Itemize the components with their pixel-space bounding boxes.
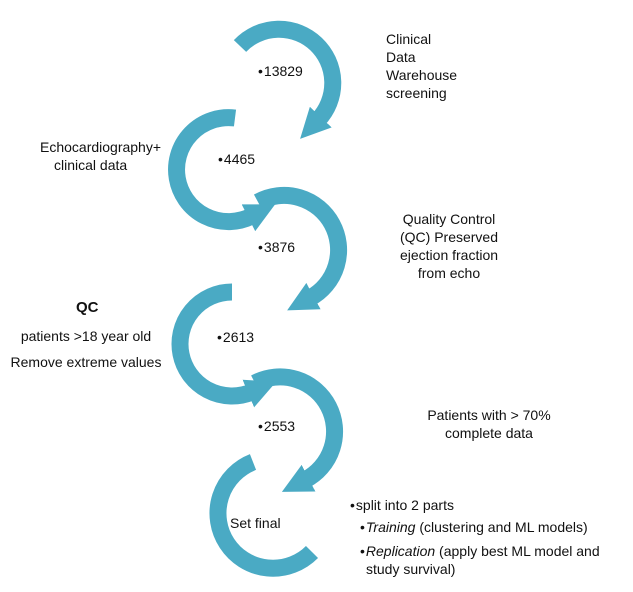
note-step-5: Patients with > 70% complete data	[414, 406, 564, 442]
cycle-arrow-3	[253, 186, 348, 311]
note-line: patients >18 year old	[20, 328, 152, 344]
note-step-3: Quality Control (QC) Preserved ejection …	[378, 210, 520, 282]
note-line: screening	[386, 85, 447, 101]
cycle-arrow-2	[168, 109, 276, 232]
final-intro: split into 2 parts	[350, 496, 454, 514]
note-line: clinical data	[54, 157, 128, 173]
cycle-arrow-4	[171, 283, 277, 408]
note-step-2: Echocardiography+ clinical data	[40, 138, 161, 174]
note-step-4: patients >18 year old Remove extreme val…	[0, 327, 172, 371]
note-line: from echo	[417, 265, 481, 281]
qc-title: QC	[76, 299, 99, 316]
note-line: Clinical	[386, 31, 432, 47]
count-step-2: 4465	[218, 150, 255, 168]
final-replication: Replication (apply best ML model and stu…	[360, 542, 600, 578]
note-line: Remove extreme values	[10, 354, 162, 370]
count-step-5: 2553	[258, 417, 295, 435]
note-step-1: Clinical Data Warehouse screening	[386, 30, 457, 102]
label-set-final: Set final	[230, 515, 281, 531]
count-step-4: 2613	[217, 328, 254, 346]
count-step-1: 13829	[258, 62, 303, 80]
note-line: Patients with > 70%	[427, 407, 551, 423]
cycle-arrow-5	[251, 368, 344, 492]
cycle-arrows	[168, 20, 348, 577]
note-line: (QC) Preserved	[399, 229, 499, 245]
note-line: complete data	[445, 425, 533, 441]
note-line: Data	[386, 49, 416, 65]
note-line: Quality Control	[402, 211, 496, 227]
note-line: Warehouse	[386, 67, 458, 83]
count-step-3: 3876	[258, 238, 295, 256]
note-line: Echocardiography+	[40, 139, 162, 155]
note-line: ejection fraction	[399, 247, 499, 263]
final-training: Training (clustering and ML models)	[360, 518, 588, 536]
cycle-ring-final	[209, 454, 319, 577]
cycle-arrow-1	[233, 20, 342, 139]
